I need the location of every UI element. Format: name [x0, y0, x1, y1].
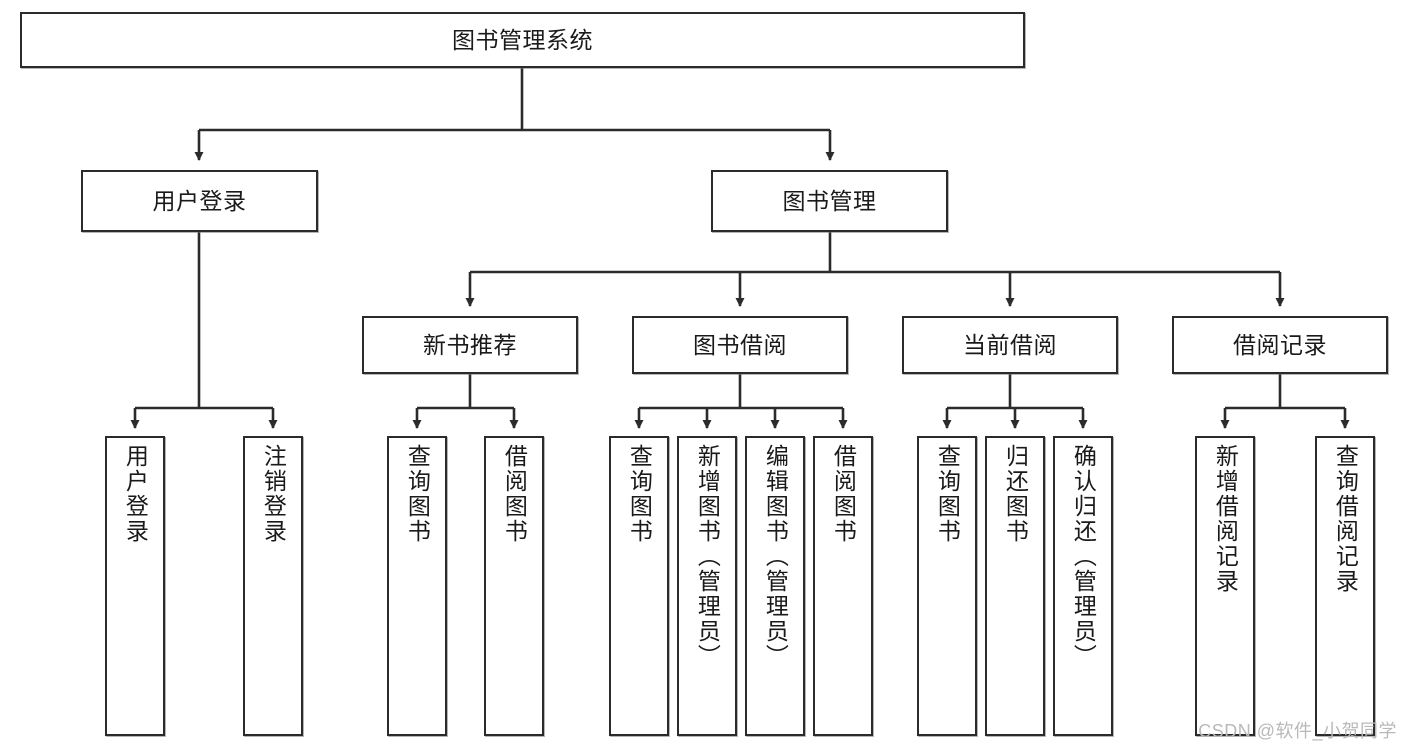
node-new-book-recommend-label: 新书推荐	[423, 331, 517, 358]
leaf-return-book[interactable]: 归还图书	[985, 436, 1045, 736]
node-root-label: 图书管理系统	[452, 26, 593, 53]
leaf-query-book-current[interactable]: 查询图书	[917, 436, 977, 736]
leaf-confirm-return-admin-label: 确认归还（管理员）	[1070, 444, 1097, 669]
node-root[interactable]: 图书管理系统	[20, 12, 1025, 68]
leaf-edit-book-admin-label: 编辑图书（管理员）	[762, 444, 789, 669]
leaf-add-borrow-record[interactable]: 新增借阅记录	[1195, 436, 1255, 736]
node-book-management-label: 图书管理	[782, 187, 877, 214]
leaf-confirm-return-admin[interactable]: 确认归还（管理员）	[1053, 436, 1113, 736]
node-book-management[interactable]: 图书管理	[711, 170, 948, 232]
node-user-login-label: 用户登录	[152, 187, 247, 214]
leaf-user-login[interactable]: 用户登录	[105, 436, 165, 736]
leaf-add-borrow-record-label: 新增借阅记录	[1212, 444, 1239, 594]
leaf-query-book-recommend-label: 查询图书	[404, 444, 431, 544]
leaf-query-book-borrow[interactable]: 查询图书	[609, 436, 669, 736]
leaf-borrow-book[interactable]: 借阅图书	[813, 436, 873, 736]
node-book-borrow-label: 图书借阅	[693, 331, 787, 358]
leaf-query-book-recommend[interactable]: 查询图书	[387, 436, 447, 736]
leaf-query-book-current-label: 查询图书	[934, 444, 961, 544]
node-user-login[interactable]: 用户登录	[81, 170, 318, 232]
node-borrow-record-label: 借阅记录	[1233, 331, 1327, 358]
leaf-borrow-book-recommend[interactable]: 借阅图书	[484, 436, 544, 736]
leaf-return-book-label: 归还图书	[1002, 444, 1029, 544]
node-book-borrow[interactable]: 图书借阅	[632, 316, 848, 374]
leaf-borrow-book-recommend-label: 借阅图书	[501, 444, 528, 544]
leaf-logout-label: 注销登录	[260, 444, 287, 544]
node-current-borrow-label: 当前借阅	[963, 331, 1057, 358]
leaf-query-borrow-record[interactable]: 查询借阅记录	[1315, 436, 1375, 736]
leaf-borrow-book-label: 借阅图书	[830, 444, 857, 544]
node-current-borrow[interactable]: 当前借阅	[902, 316, 1118, 374]
node-new-book-recommend[interactable]: 新书推荐	[362, 316, 578, 374]
leaf-edit-book-admin[interactable]: 编辑图书（管理员）	[745, 436, 805, 736]
leaf-query-borrow-record-label: 查询借阅记录	[1332, 444, 1359, 594]
leaf-query-book-borrow-label: 查询图书	[626, 444, 653, 544]
leaf-add-book-admin-label: 新增图书（管理员）	[694, 444, 721, 669]
leaf-logout[interactable]: 注销登录	[243, 436, 303, 736]
leaf-user-login-label: 用户登录	[122, 444, 149, 544]
node-borrow-record[interactable]: 借阅记录	[1172, 316, 1388, 374]
leaf-add-book-admin[interactable]: 新增图书（管理员）	[677, 436, 737, 736]
